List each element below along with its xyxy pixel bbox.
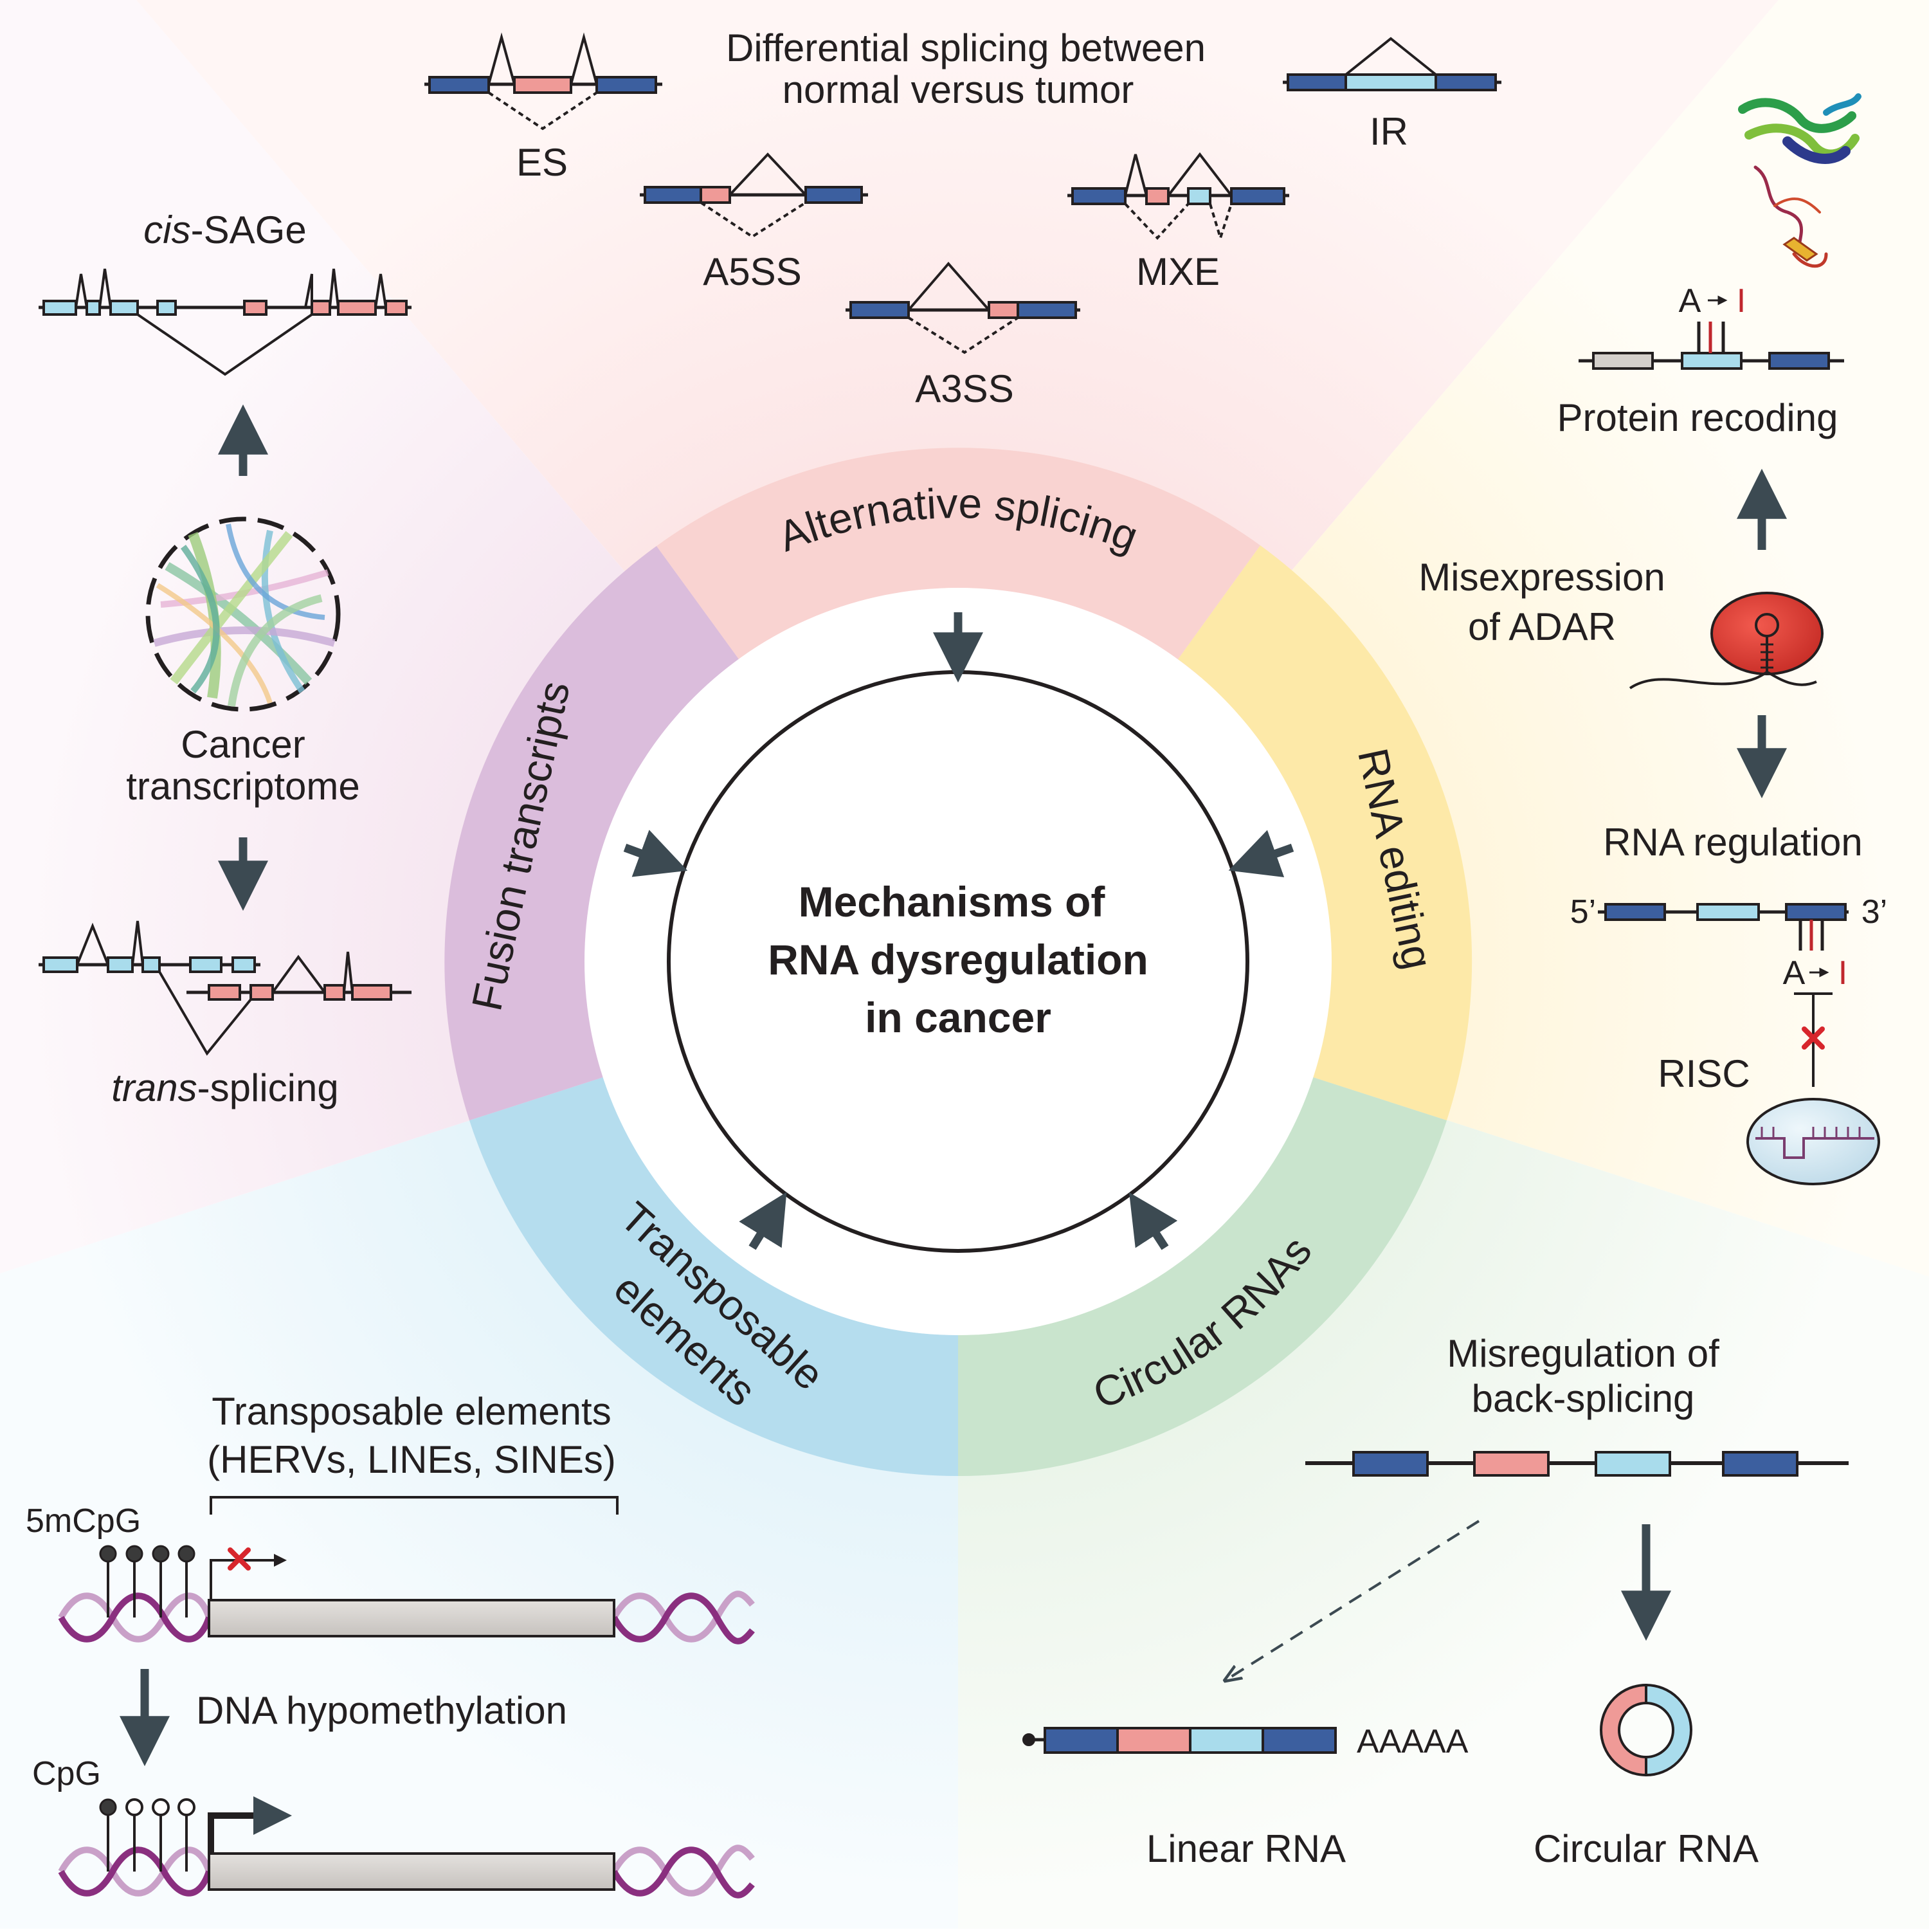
dna-unmethylated xyxy=(58,1796,755,1899)
poly-a-tail: AAAAA xyxy=(1357,1723,1469,1760)
es-label: ES xyxy=(516,141,568,184)
risc-icon xyxy=(1746,1098,1880,1185)
circos-plot xyxy=(145,516,341,712)
three-prime-label: 3’ xyxy=(1861,893,1887,931)
arrow-from-fusion xyxy=(623,830,688,877)
fusion-panel: cis-SAGe xyxy=(39,208,412,1109)
arrow-from-circular xyxy=(1128,1192,1178,1250)
a3ss-label: A3SS xyxy=(915,367,1013,410)
center-title-line1: Mechanisms of xyxy=(799,878,1106,925)
five-prime-label: 5’ xyxy=(1570,893,1596,931)
ring-segment-editing xyxy=(1178,545,1472,1120)
splicing-header-line1: Differential splicing between xyxy=(726,26,1206,69)
es-diagram xyxy=(424,32,662,131)
hypomethylation-label: DNA hypomethylation xyxy=(196,1689,567,1732)
arrow-from-transposable xyxy=(739,1192,787,1250)
a5ss-diagram xyxy=(640,152,868,239)
adar-icon xyxy=(1629,592,1824,689)
a-to-i-top-i: I xyxy=(1737,282,1746,320)
cancer-transcriptome-line1: Cancer xyxy=(181,723,305,766)
inward-arrows xyxy=(623,612,1294,1250)
pre-mrna-diagram xyxy=(1305,1451,1849,1477)
te-title-line1: Transposable elements xyxy=(212,1390,611,1433)
center-title-line3: in cancer xyxy=(865,994,1051,1041)
editing-panel: A I Protein recoding Misexpression of AD… xyxy=(1418,93,1887,1185)
risc-label: RISC xyxy=(1658,1052,1750,1095)
ring-segment-fusion xyxy=(444,546,739,1120)
back-splicing-title-line1: Misregulation of xyxy=(1447,1332,1719,1375)
a-to-i-bottom-i: I xyxy=(1838,954,1847,992)
linear-rna-label: Linear RNA xyxy=(1146,1827,1346,1870)
te-title-line2: (HERVs, LINEs, SINEs) xyxy=(207,1438,616,1481)
back-splicing-title-line2: back-splicing xyxy=(1472,1377,1695,1420)
cancer-transcriptome-line2: transcriptome xyxy=(126,765,359,808)
arrow-from-editing xyxy=(1228,830,1294,877)
misexpression-line1: Misexpression xyxy=(1418,556,1665,599)
protein-recoding-label: Protein recoding xyxy=(1557,396,1838,439)
trans-splicing-label: trans-splicing xyxy=(111,1066,338,1109)
a-to-i-bottom-a: A xyxy=(1783,954,1806,992)
methylated-cpg-label: 5mCpG xyxy=(26,1502,141,1540)
arrow-to-linear-rna xyxy=(1228,1520,1480,1679)
cis-sage-label: cis-SAGe xyxy=(143,208,306,251)
blocked-x-icon xyxy=(1802,1026,1825,1050)
rna-regulation-diagram xyxy=(1598,903,1849,951)
transposable-panel: Transposable elements (HERVs, LINEs, SIN… xyxy=(26,1390,755,1899)
linear-rna-diagram xyxy=(1022,1727,1337,1754)
a5ss-label: A5SS xyxy=(703,250,801,293)
te-bracket xyxy=(210,1496,619,1515)
cis-sage-diagram xyxy=(39,268,412,376)
circular-rna-icon xyxy=(1600,1683,1692,1777)
splicing-header-line2: normal versus tumor xyxy=(783,68,1134,111)
protein-recoding-diagram xyxy=(1579,322,1844,370)
ring-segment-circular xyxy=(958,1077,1447,1476)
misexpression-line2: of ADAR xyxy=(1468,605,1616,648)
ir-diagram xyxy=(1283,37,1501,91)
ring-segment-transposable xyxy=(469,1077,958,1476)
protein-structure-icon xyxy=(1738,93,1861,268)
center-title-line2: RNA dysregulation xyxy=(768,936,1148,983)
splicing-panel: Differential splicing between normal ver… xyxy=(424,26,1501,410)
a-to-i-top-a: A xyxy=(1679,282,1701,320)
unmethylated-cpg-label: CpG xyxy=(32,1755,101,1792)
circular-rna-label: Circular RNA xyxy=(1534,1827,1759,1870)
mxe-label: MXE xyxy=(1136,250,1220,293)
trans-splicing-diagram xyxy=(39,920,412,1056)
rna-regulation-label: RNA regulation xyxy=(1603,821,1863,864)
ring-segment-splicing xyxy=(657,448,1260,659)
dna-methylated xyxy=(58,1545,755,1645)
circular-panel: Misregulation of back-splicing AAAAA Lin… xyxy=(1022,1332,1849,1870)
ir-label: IR xyxy=(1370,110,1408,153)
a3ss-diagram xyxy=(846,261,1080,354)
mxe-diagram xyxy=(1067,152,1289,242)
ring xyxy=(444,448,1472,1476)
